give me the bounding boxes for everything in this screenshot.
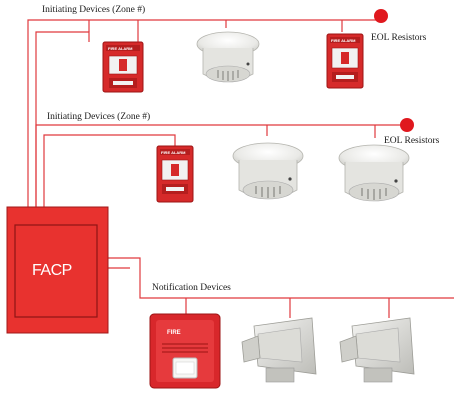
facp-panel: FACP [6, 206, 109, 334]
pull-station-text: FIRE ALARM [108, 46, 133, 51]
horn-speaker-1[interactable] [241, 317, 317, 383]
horn-speaker-2[interactable] [339, 317, 415, 383]
facp-label: FACP [32, 262, 72, 279]
zone-1-wire-outer [27, 19, 380, 207]
zone-2-wire-inner [43, 134, 176, 207]
smoke-detector-zone-2-a[interactable] [232, 142, 304, 200]
pull-station-zone-2[interactable]: FIRE ALARM [156, 145, 194, 203]
pull-station-text: FIRE ALARM [161, 150, 186, 155]
pull-station-text: FIRE ALARM [331, 38, 356, 43]
eol-resistor-zone-1 [374, 9, 388, 23]
eol-resistor-zone-2 [400, 118, 414, 132]
pull-station-zone-1-b[interactable]: FIRE ALARM [326, 33, 364, 89]
zone-2-eol-label: EOL Resistors [384, 136, 440, 146]
zone-1-wire-inner [35, 31, 90, 207]
horn-strobe[interactable]: FIRE [149, 313, 221, 389]
wiring [27, 19, 454, 318]
smoke-detector-zone-2-b[interactable] [338, 144, 410, 202]
zone-2-label: Initiating Devices (Zone #) [47, 111, 150, 122]
zone-1-label: Initiating Devices (Zone #) [42, 4, 145, 15]
notification-label: Notification Devices [152, 282, 231, 293]
pull-station-zone-1-a[interactable]: FIRE ALARM [102, 41, 144, 93]
notification-wire [108, 257, 454, 299]
zone-1-eol-label: EOL Resistors [371, 33, 427, 43]
strobe-text: FIRE [167, 330, 181, 336]
zone-2-wire-outer [35, 124, 405, 207]
smoke-detector-zone-1[interactable] [196, 31, 260, 83]
